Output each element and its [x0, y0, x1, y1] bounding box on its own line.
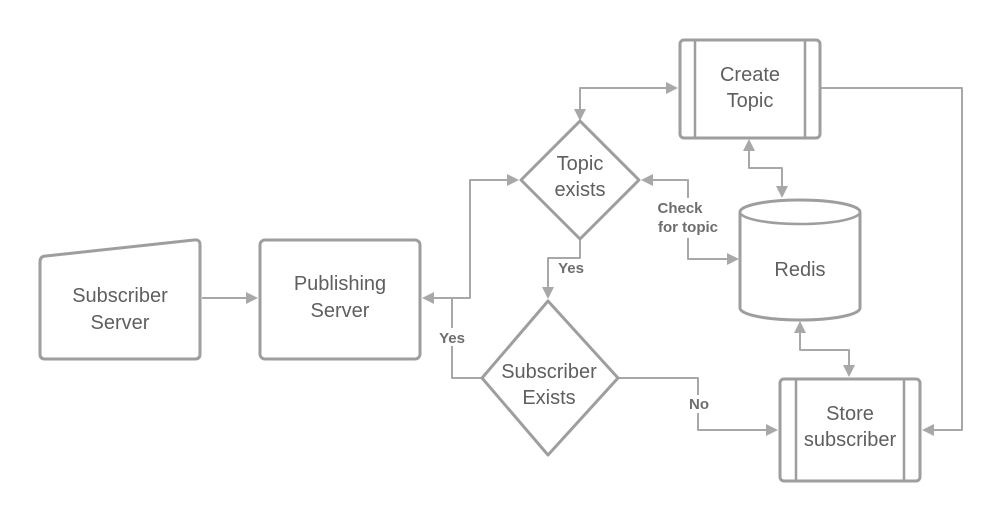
- publishing-server-label-2: Server: [311, 300, 370, 322]
- edge-redis-store: [794, 321, 855, 377]
- node-subscriber-server[interactable]: Subscriber Server: [38, 238, 202, 361]
- store-subscriber-label-2: subscriber: [804, 429, 897, 451]
- arrowhead: [246, 292, 258, 304]
- yes-topic-label: Yes: [558, 260, 584, 277]
- subscriber-exists-label-1: Subscriber: [501, 361, 597, 383]
- arrowhead: [666, 82, 678, 94]
- arrowhead: [922, 424, 934, 436]
- arrowhead: [743, 139, 755, 151]
- topic-exists-label-1: Topic: [557, 153, 604, 175]
- edge-create-topic-store: [820, 87, 963, 436]
- create-topic-label-1: Create: [720, 64, 780, 86]
- arrowhead: [641, 174, 653, 186]
- arrowhead: [843, 365, 855, 377]
- arrowhead: [727, 253, 739, 265]
- arrowhead: [507, 174, 519, 186]
- arrowhead: [766, 424, 778, 436]
- check-for-topic-label-1: Check: [657, 200, 703, 217]
- arrowhead: [794, 321, 806, 333]
- no-subscriber-label: No: [689, 396, 709, 413]
- edge-topic-exists-subscriber-exists: [542, 240, 581, 299]
- arrowhead: [574, 109, 586, 121]
- node-subscriber-exists[interactable]: Subscriber Exists: [480, 299, 620, 457]
- node-publishing-server[interactable]: Publishing Server: [258, 238, 422, 361]
- publishing-server-label-1: Publishing: [294, 273, 386, 295]
- subscriber-exists-label-2: Exists: [522, 387, 575, 409]
- edge-labels: Check for topic Yes Yes No: [437, 198, 728, 413]
- edge-publishing-topic-exists: [422, 174, 519, 304]
- arrowhead: [542, 287, 554, 299]
- subscriber-server-label-1: Subscriber: [72, 285, 168, 307]
- create-topic-label-2: Topic: [727, 90, 774, 112]
- node-create-topic[interactable]: Create Topic: [678, 38, 822, 140]
- edge-subscriber-to-publishing: [202, 292, 258, 304]
- yes-subscriber-label: Yes: [439, 330, 465, 347]
- store-subscriber-label-1: Store: [826, 403, 874, 425]
- topic-exists-label-2: exists: [554, 179, 605, 201]
- node-topic-exists[interactable]: Topic exists: [519, 119, 641, 241]
- arrowhead: [776, 186, 788, 198]
- subscriber-server-label-2: Server: [91, 312, 150, 334]
- node-store-subscriber[interactable]: Store subscriber: [778, 377, 922, 483]
- redis-label: Redis: [774, 259, 825, 281]
- edge-create-topic-redis: [743, 139, 788, 198]
- node-redis[interactable]: Redis: [738, 198, 862, 322]
- arrowhead: [422, 292, 434, 304]
- check-for-topic-label-2: for topic: [658, 219, 718, 236]
- edge-topic-exists-create-topic: [574, 82, 678, 121]
